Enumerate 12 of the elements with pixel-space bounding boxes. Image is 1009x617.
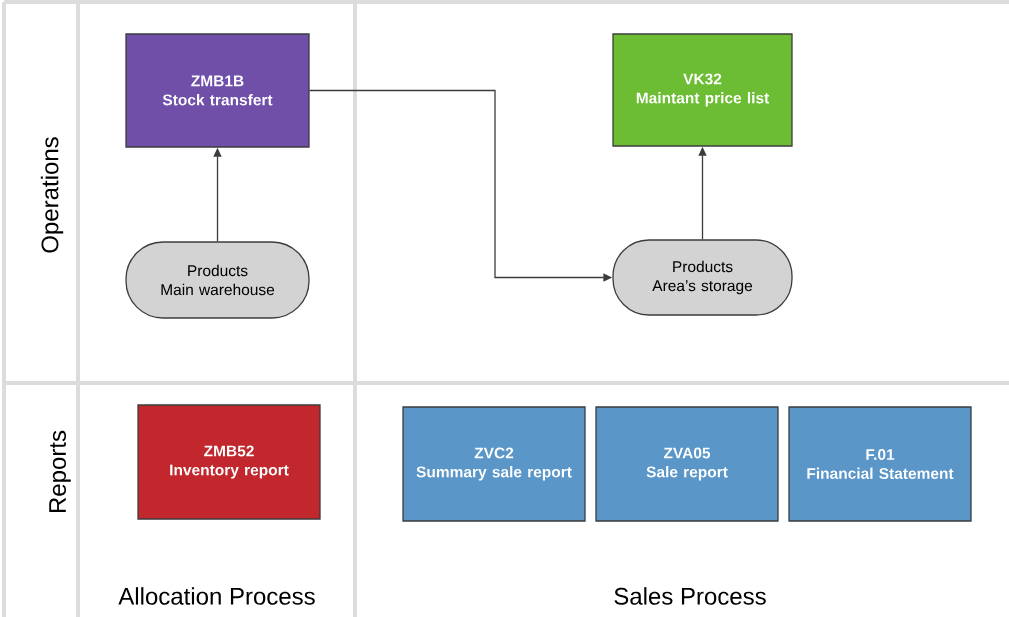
storage-pill: Products Main warehouse: [125, 241, 310, 319]
process-box: ZMB1B Stock transfert: [125, 33, 310, 148]
column-heading: Allocation Process: [118, 587, 315, 605]
report-box: ZVA05 Sale report: [595, 406, 779, 522]
row-heading: Reports: [49, 430, 71, 513]
report-box: ZMB52 Inventory report: [137, 404, 321, 520]
column-heading: Sales Process: [614, 587, 766, 605]
report-box: F.01 Financial Statement: [788, 406, 972, 522]
storage-pill: Products Area’s storage: [612, 239, 793, 316]
report-box: ZVC2 Summary sale report: [402, 406, 586, 522]
process-box: VK32 Maintant price list: [612, 33, 793, 147]
row-heading: Operations: [40, 137, 64, 253]
